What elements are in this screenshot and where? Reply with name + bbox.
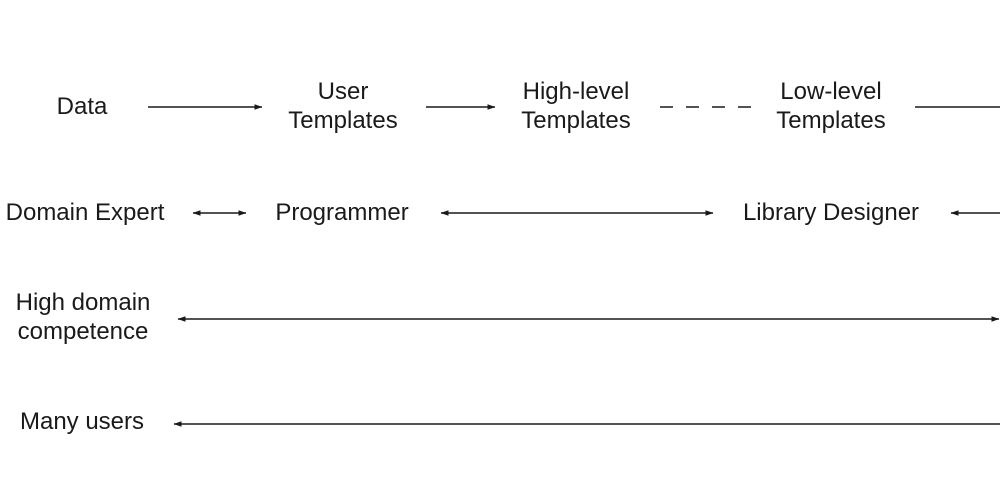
label-programmer-text: Programmer (275, 199, 409, 226)
label-library-designer-text: Library Designer (742, 199, 920, 226)
label-low-level-templates: Low-level Templates (776, 77, 885, 135)
label-data-text: Data (56, 93, 108, 120)
label-user-templates-line1: User (317, 78, 369, 105)
label-domain-expert: Domain Expert (6, 198, 165, 227)
label-low-level-templates-line2: Templates (776, 107, 886, 134)
label-high-level-templates-line2: Templates (521, 107, 631, 134)
label-high-level-templates-line1: High-level (522, 78, 630, 105)
label-domain-expert-text: Domain Expert (5, 199, 165, 226)
label-library-designer: Library Designer (743, 198, 919, 227)
label-many-users-text: Many users (19, 408, 145, 435)
label-high-domain-competence-line1: High domain (15, 289, 151, 316)
label-user-templates: User Templates (288, 77, 397, 135)
label-high-domain-competence: High domain competence (16, 288, 151, 346)
label-high-domain-competence-line2: competence (17, 318, 149, 345)
label-programmer: Programmer (275, 198, 408, 227)
label-high-level-templates: High-level Templates (521, 77, 630, 135)
label-many-users: Many users (20, 407, 144, 436)
label-low-level-templates-line1: Low-level (780, 78, 882, 105)
label-user-templates-line2: Templates (288, 107, 398, 134)
label-data: Data (57, 92, 108, 121)
